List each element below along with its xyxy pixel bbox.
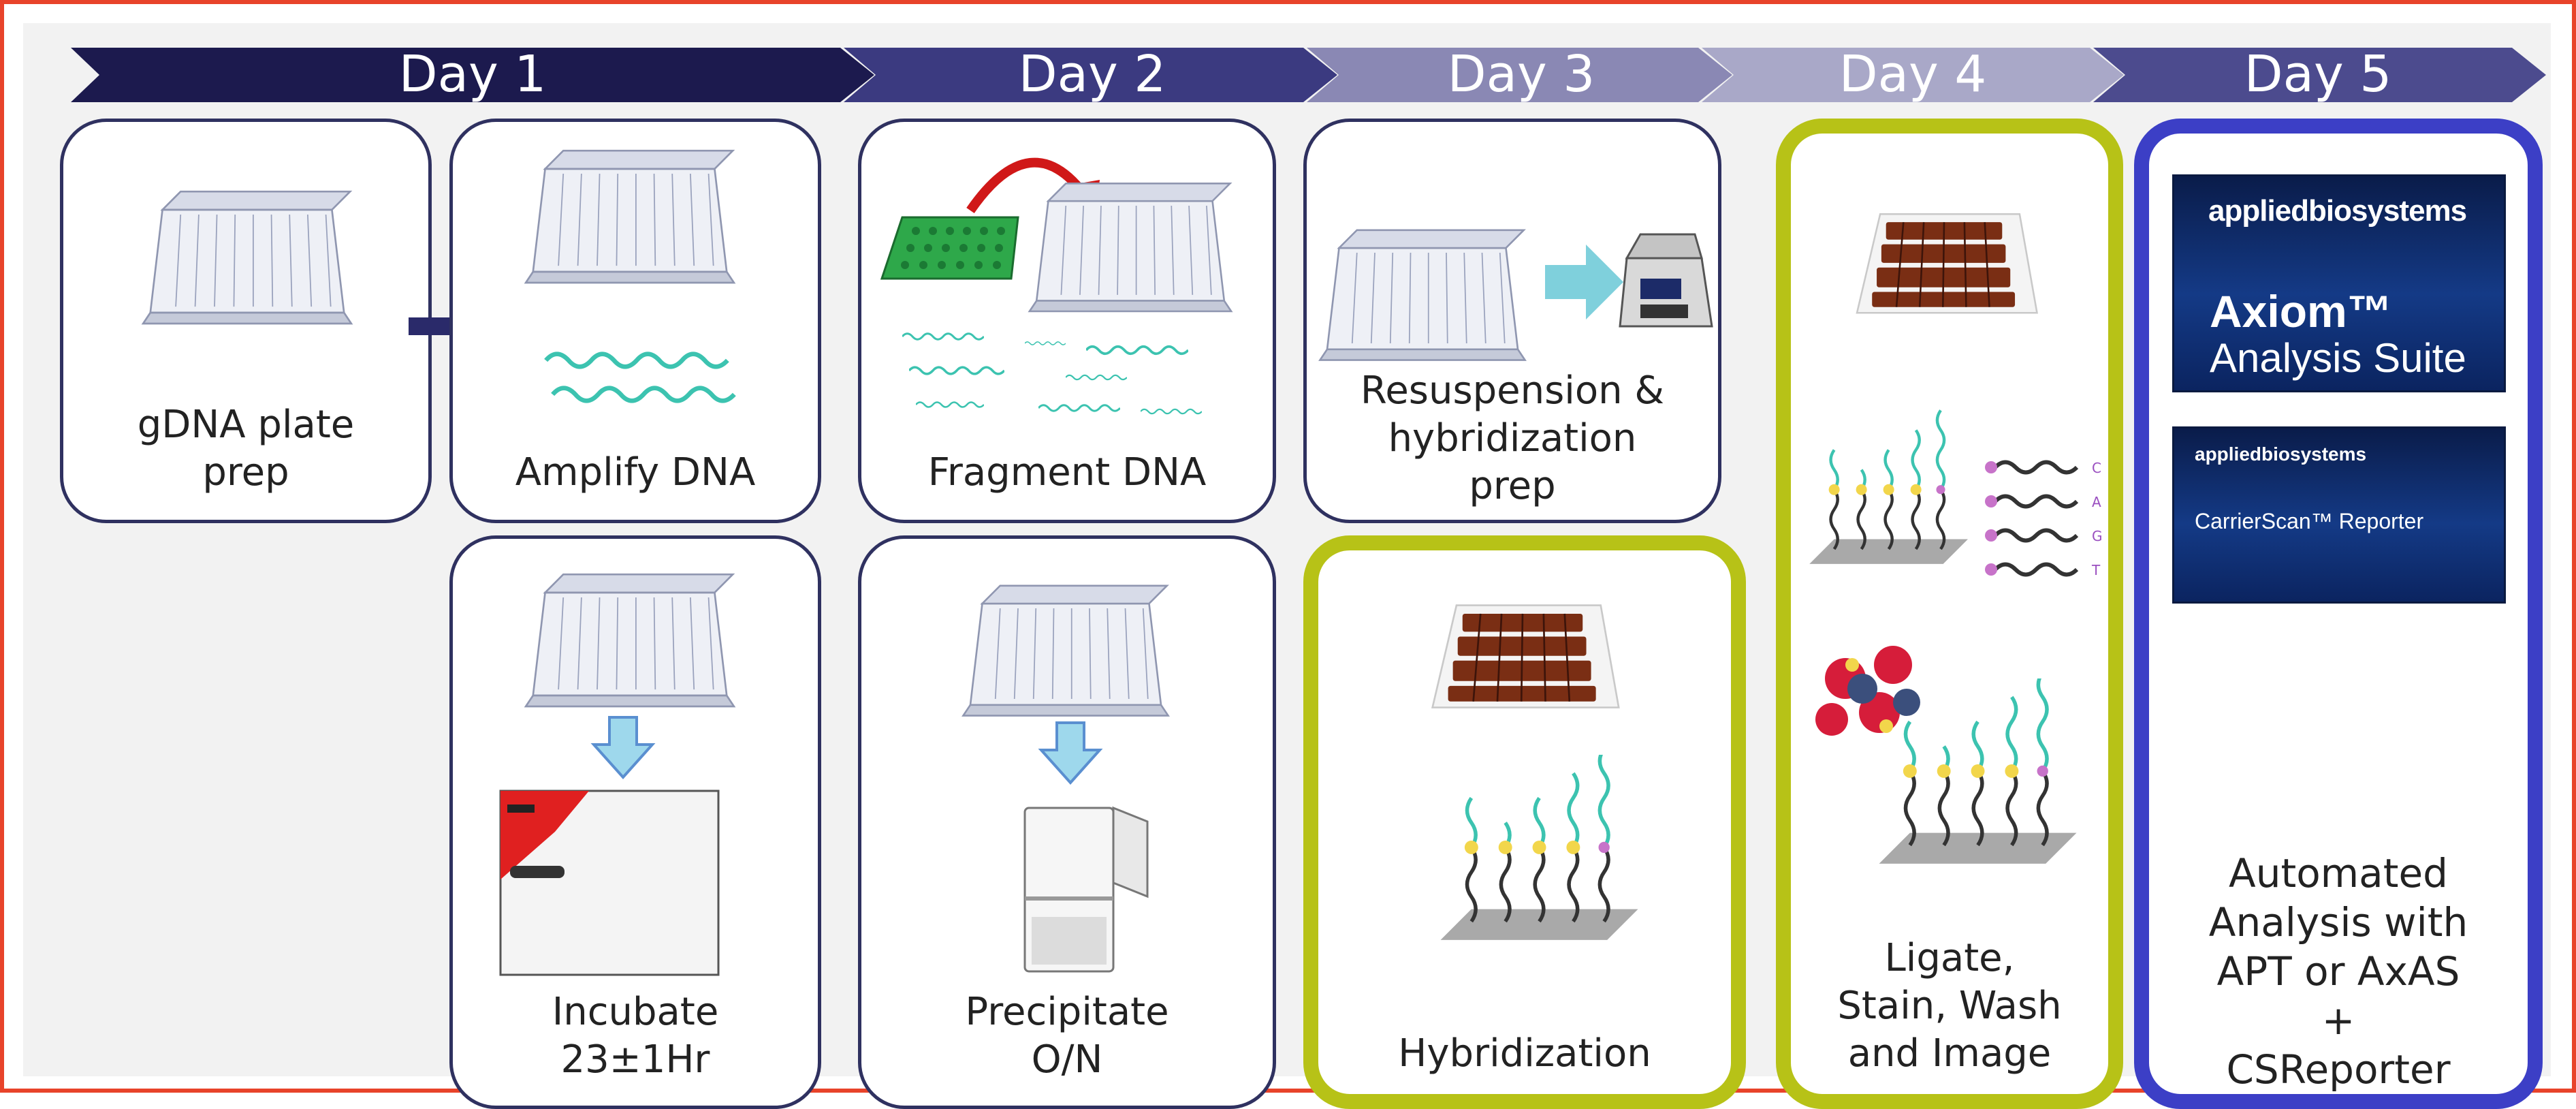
plate-icon (1025, 176, 1236, 319)
day3-chevron (1307, 48, 1732, 102)
plate-icon (138, 183, 356, 333)
probe-base-label: T (2091, 562, 2101, 578)
step-fragment-dna: Fragment DNA (858, 119, 1276, 523)
stain-molecule-icon (1815, 646, 1920, 736)
step-label: Precipitate O/N (965, 990, 1169, 1082)
freezer-icon (1023, 806, 1149, 973)
plate-icon (521, 566, 739, 716)
day5-chevron (2093, 48, 2546, 102)
plate-icon (521, 142, 739, 292)
probe-array-icon (1873, 678, 2077, 876)
day2-chevron (844, 48, 1337, 102)
step-hybridization: Hybridization (1303, 535, 1746, 1109)
step-gdna-plate-prep: gDNA plate prep (60, 119, 432, 523)
day5-label: Day 5 (2244, 45, 2392, 104)
day3-label: Day 3 (1448, 45, 1595, 104)
step-label: Incubate 23±1Hr (552, 990, 719, 1082)
free-probes-icon: C A G T (1985, 460, 2103, 578)
day1-chevron (71, 48, 874, 102)
probe-array-icon (1434, 755, 1638, 952)
step-automated-analysis: appliedbiosystems Axiom™ Analysis Suite … (2134, 119, 2543, 1109)
plate-icon (957, 580, 1175, 723)
step-amplify-dna: Amplify DNA (449, 119, 821, 523)
plate-icon (1314, 224, 1531, 367)
dna-strands-icon (466, 347, 807, 422)
arrow-right-icon (1545, 245, 1623, 319)
thermocycler-icon (1619, 233, 1713, 328)
step-label: Resuspension & hybridization prep (1360, 369, 1665, 508)
pcr-plate-icon (880, 216, 1019, 280)
arrow-down-icon (590, 716, 656, 779)
axiom-title: Axiom™ (2210, 286, 2392, 337)
step-incubate: Incubate 23±1Hr (449, 535, 821, 1109)
step-label: Ligate, Stain, Wash and Image (1837, 936, 2062, 1076)
array-chip-icon (1420, 591, 1625, 728)
dna-fragments-icon (902, 326, 1243, 422)
axiom-brand: appliedbiosystems (2208, 194, 2467, 228)
workflow-panel: Day 1 Day 2 Day 3 Day 4 Day 5 (23, 23, 2551, 1109)
day4-label: Day 4 (1839, 45, 1987, 104)
probe-base-label: G (2092, 528, 2103, 544)
step-label: Hybridization (1398, 1031, 1651, 1076)
csr-brand: appliedbiosystems (2195, 443, 2367, 465)
step-precipitate: Precipitate O/N (858, 535, 1276, 1109)
csr-title: CarrierScan™ Reporter (2195, 509, 2424, 533)
incubator-icon (499, 790, 720, 976)
step-resuspension: Resuspension & hybridization prep (1303, 119, 1721, 523)
probe-base-label: C (2092, 460, 2101, 476)
day1-label: Day 1 (399, 45, 547, 104)
axiom-subtitle: Analysis Suite (2210, 335, 2466, 381)
day-banner: Day 1 Day 2 Day 3 Day 4 Day 5 (71, 45, 2546, 104)
array-chip-icon (1845, 202, 2043, 331)
probe-base-label: A (2092, 494, 2101, 510)
step-ligate-stain-wash: C A G T Ligate, Stain, Wash and Image (1776, 119, 2123, 1109)
probe-array-icon (1804, 406, 1968, 583)
step-label: Amplify DNA (515, 450, 756, 495)
step-label: gDNA plate prep (137, 403, 355, 495)
carrierscan-software-screen: appliedbiosystems CarrierScan™ Reporter (2172, 426, 2506, 604)
step-label: Automated Analysis with APT or AxAS + CS… (2208, 850, 2468, 1093)
axiom-software-screen: appliedbiosystems Axiom™ Analysis Suite (2172, 174, 2506, 392)
day4-chevron (1702, 48, 2124, 102)
step-label: Fragment DNA (927, 450, 1207, 495)
day2-label: Day 2 (1019, 45, 1166, 104)
arrow-down-icon (1038, 721, 1103, 785)
